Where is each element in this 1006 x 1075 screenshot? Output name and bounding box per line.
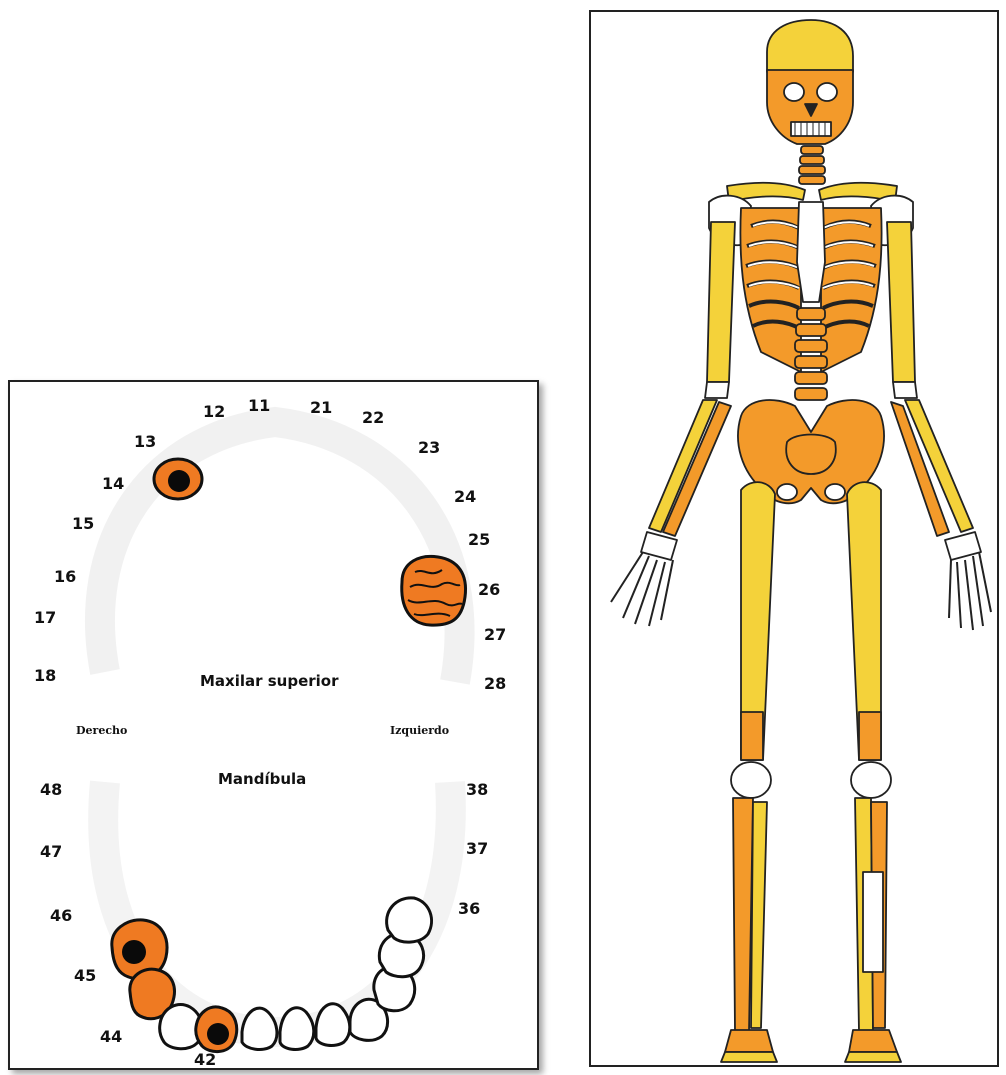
tooth-number-16: 16 xyxy=(54,567,76,586)
tooth-number-15: 15 xyxy=(72,514,94,533)
tooth-number-38: 38 xyxy=(466,780,488,799)
left-leg xyxy=(845,482,901,1062)
tooth-number-37: 37 xyxy=(466,839,488,858)
tooth-number-47: 47 xyxy=(40,842,62,861)
left-arm xyxy=(887,222,991,630)
tooth-number-26: 26 xyxy=(478,580,500,599)
tooth-42-marker xyxy=(196,1007,237,1052)
tooth-number-14: 14 xyxy=(102,474,124,493)
tooth-number-17: 17 xyxy=(34,608,56,627)
skull xyxy=(767,20,853,144)
tooth-number-36: 36 xyxy=(458,899,480,918)
tooth-number-27: 27 xyxy=(484,625,506,644)
tooth-number-45: 45 xyxy=(74,966,96,985)
tooth-number-42: 42 xyxy=(194,1050,216,1069)
tooth-number-25: 25 xyxy=(468,530,490,549)
tooth-number-28: 28 xyxy=(484,674,506,693)
tooth-number-13: 13 xyxy=(134,432,156,451)
tooth-number-12: 12 xyxy=(203,402,225,421)
right-leg xyxy=(721,482,777,1062)
tooth-number-11: 11 xyxy=(248,396,270,415)
tooth-number-48: 48 xyxy=(40,780,62,799)
tooth-number-24: 24 xyxy=(454,487,476,506)
skeleton-drawing xyxy=(591,12,1001,1069)
skeleton-diagram-panel xyxy=(589,10,999,1067)
upper-jaw-label: Maxilar superior xyxy=(200,672,339,690)
clavicles xyxy=(727,183,897,202)
tooth-13-marker xyxy=(154,459,202,499)
right-arm xyxy=(611,222,735,626)
lower-left-molars-outline xyxy=(374,898,432,1011)
dental-chart-panel: 12 11 21 22 13 23 14 24 15 25 16 26 17 2… xyxy=(8,380,539,1070)
tooth-number-22: 22 xyxy=(362,408,384,427)
tooth-number-44: 44 xyxy=(100,1027,122,1046)
upper-arch-shadow xyxy=(100,422,460,682)
tooth-number-21: 21 xyxy=(310,398,332,417)
tooth-26-marker xyxy=(402,556,466,625)
right-side-label: Derecho xyxy=(76,724,127,737)
tooth-number-23: 23 xyxy=(418,438,440,457)
tooth-number-18: 18 xyxy=(34,666,56,685)
tooth-number-46: 46 xyxy=(50,906,72,925)
left-side-label: Izquierdo xyxy=(390,724,449,737)
lower-jaw-label: Mandíbula xyxy=(218,770,306,788)
cervical-spine xyxy=(799,146,825,184)
